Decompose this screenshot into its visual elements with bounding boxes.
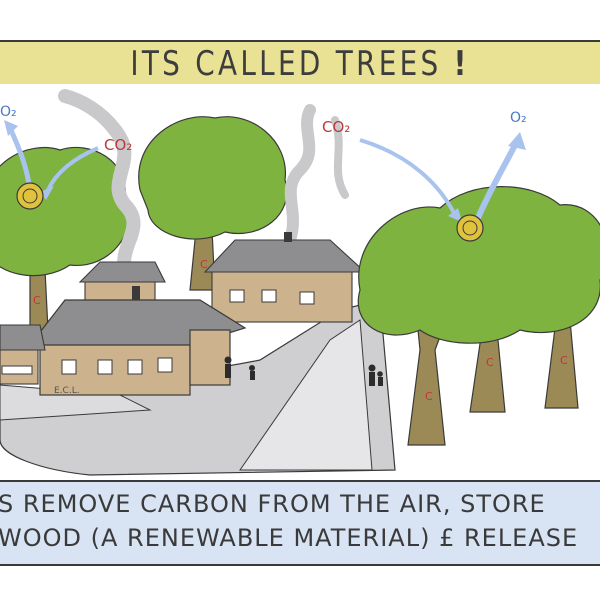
carbon-mark-tree-right-2: C <box>486 356 494 369</box>
arrow-co2-mid-head <box>448 208 462 222</box>
carbon-mark-tree-right-3: C <box>560 354 568 367</box>
caption-line-1: S REMOVE CARBON FROM THE AIR, STORE <box>0 490 546 518</box>
carbon-mark-tree-center: C <box>200 258 208 271</box>
house-garage <box>0 324 46 385</box>
smoke-plume-right <box>331 116 349 199</box>
people-figures <box>224 356 383 386</box>
carbon-mark-tree-right-1: C <box>425 390 433 403</box>
caption-banner: S REMOVE CARBON FROM THE AIR, STORE WOOD… <box>0 480 600 566</box>
title-exclamation: ! <box>453 44 470 84</box>
carbon-icon-left <box>16 182 44 210</box>
arrow-o2-right <box>475 143 518 220</box>
arrow-o2-left-head <box>4 120 18 136</box>
illustration-scene <box>0 84 600 476</box>
tree-center <box>138 116 288 291</box>
smoke-plume-left <box>58 89 141 287</box>
smoke-plume-middle <box>284 104 316 246</box>
artist-signature: E.C.L. <box>54 386 80 396</box>
tree-cluster-right <box>357 186 600 446</box>
caption-line-2: WOOD (A RENEWABLE MATERIAL) £ RELEASE <box>0 524 579 552</box>
o2-label-left: O₂ <box>0 104 17 120</box>
carbon-icon-right <box>456 214 484 242</box>
arrow-o2-right-head <box>508 132 526 150</box>
co2-label-left: CO₂ <box>104 136 133 154</box>
title-banner: ITS CALLED TREES ! <box>0 40 600 109</box>
arrow-co2-left <box>46 146 99 191</box>
co2-label-mid: CO₂ <box>322 118 351 136</box>
carbon-mark-tree-left: C <box>33 294 41 307</box>
page-title: ITS CALLED TREES ! <box>54 42 546 84</box>
sidewalk <box>239 319 373 471</box>
house-middle <box>203 232 367 323</box>
house-front <box>28 286 247 396</box>
title-text: ITS CALLED TREES <box>130 44 442 84</box>
arrow-co2-mid <box>359 138 457 216</box>
o2-label-right: O₂ <box>510 110 527 126</box>
